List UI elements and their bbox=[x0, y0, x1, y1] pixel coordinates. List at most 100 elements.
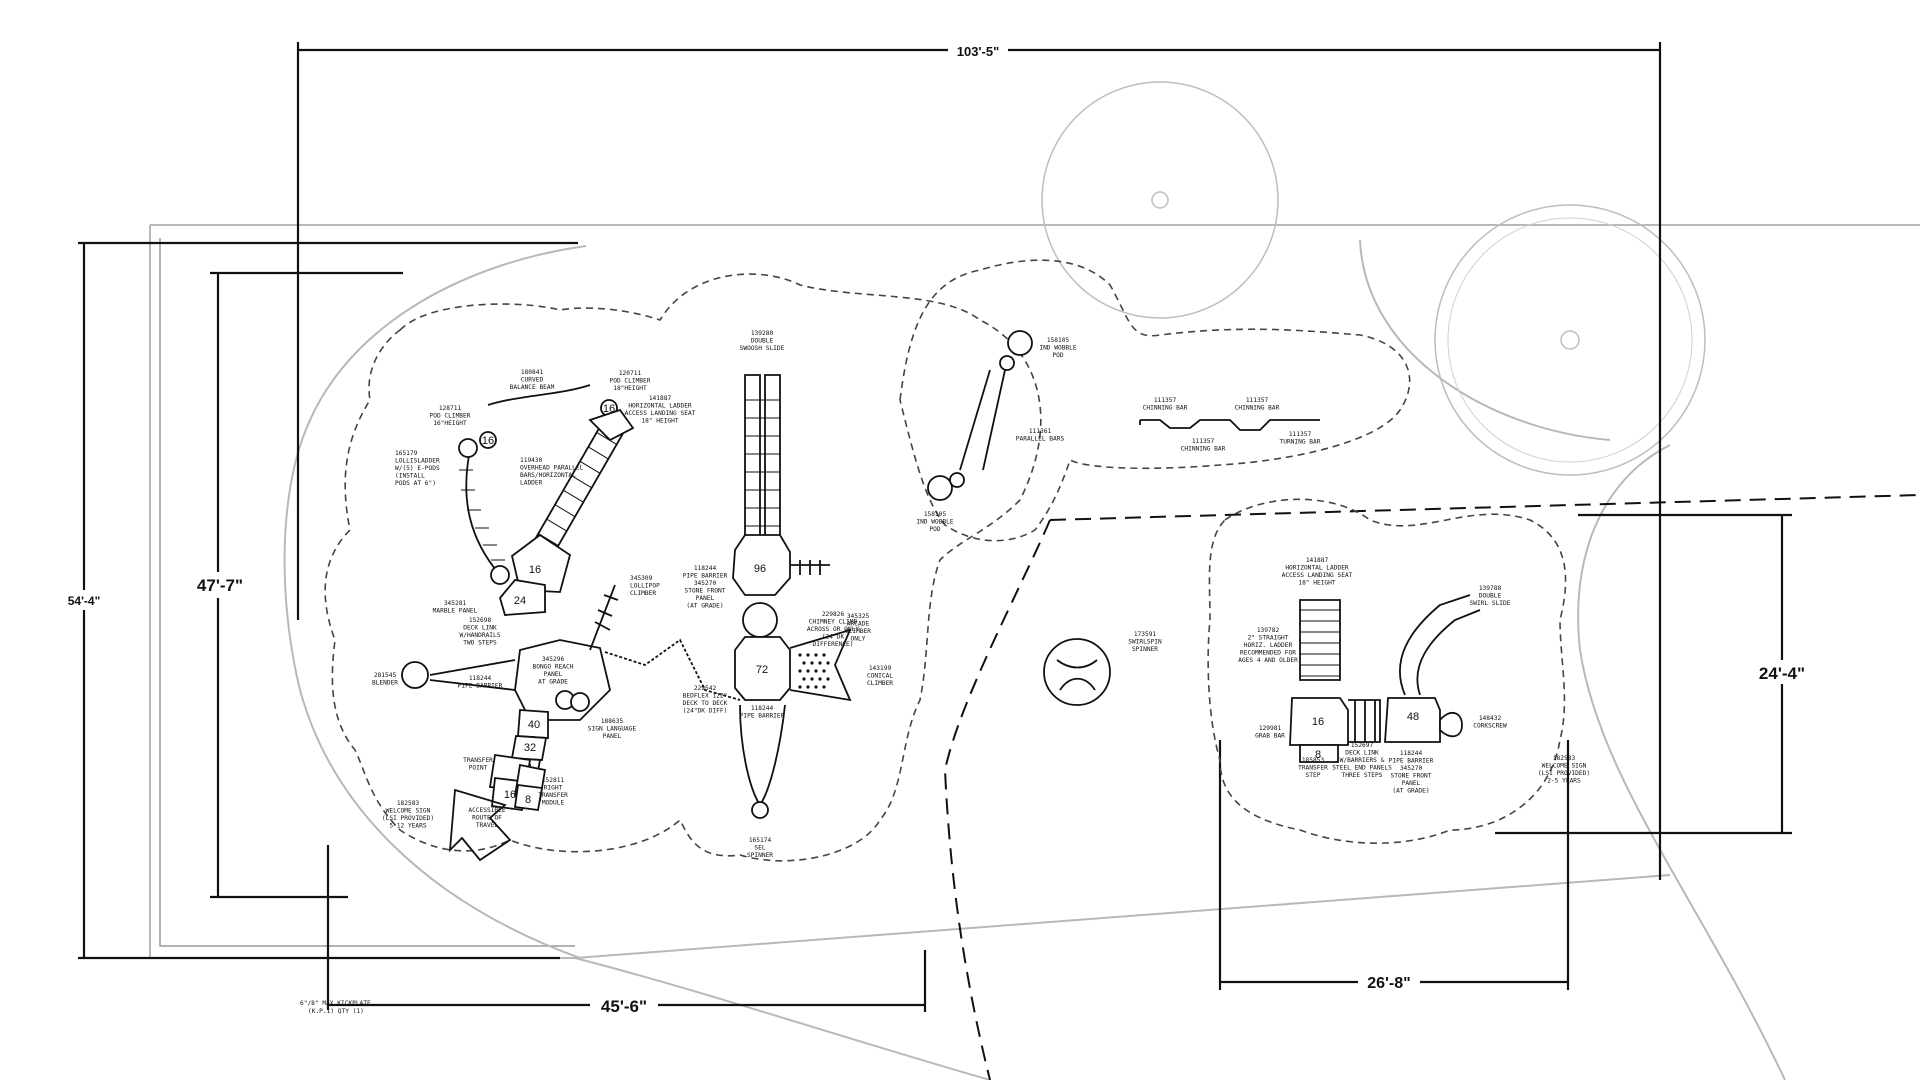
label-double-swirl-line1: 139788 bbox=[1479, 585, 1502, 592]
dimension-bottom-left: 45'-6" bbox=[601, 997, 647, 1016]
right-play-structure: 16 8 48 bbox=[1289, 594, 1481, 763]
dimension-top-width: 103'-5" bbox=[957, 44, 1000, 59]
label-deck-link-b-line2: DECK LINK bbox=[1345, 750, 1379, 757]
label-horiz-ladder-b-line2: HORIZONTAL LADDER bbox=[1285, 565, 1349, 572]
label-horiz-ladder-b-line3: ACCESS LANDING SEAT bbox=[1282, 572, 1353, 579]
kickplate-note-line1: 6"/8" MAX KICKPLATE bbox=[300, 1000, 371, 1007]
label-accessible-route-line1: ACCESSIBLE bbox=[468, 807, 506, 814]
label-double-swirl-line2: DOUBLE bbox=[1479, 593, 1502, 600]
label-arcade-climber-line2: ARCADE bbox=[847, 621, 870, 628]
label-horiz-ladder-a-line1: 141887 bbox=[649, 395, 672, 402]
label-right-transfer-line3: TRANSFER bbox=[538, 792, 568, 799]
label-pipe-barrier-b-line6: (AT GRADE) bbox=[686, 603, 723, 610]
dimension-lines bbox=[78, 42, 1920, 1080]
label-straight-ladder-line1: 139782 bbox=[1257, 627, 1280, 634]
label-deck-link-line4: TWO STEPS bbox=[463, 640, 497, 647]
label-right-transfer-line2: RIGHT bbox=[544, 785, 563, 792]
dimension-left-outer: 54'-4" bbox=[68, 594, 101, 608]
kickplate-note-line2: (K.P.1) QTY (1) bbox=[308, 1008, 364, 1015]
label-welcome-sign-b-line3: (LSI PROVIDED) bbox=[1538, 770, 1590, 777]
dimension-right-height: 24'-4" bbox=[1759, 664, 1805, 683]
label-lollipop-climber-line2: LOLLIPOP bbox=[630, 583, 660, 590]
label-deck-link-line2: DECK LINK bbox=[463, 625, 497, 632]
label-pipe-barrier-d-line3: 345270 bbox=[1400, 765, 1423, 772]
label-bedflex-line4: (24"DK DIFF) bbox=[683, 708, 728, 715]
label-lollisladder-line3: W/(5) E-PODS bbox=[395, 465, 440, 472]
label-bedflex-line1: 229542 bbox=[694, 685, 717, 692]
label-corkscrew-line2: CORKSCREW bbox=[1473, 723, 1507, 730]
dimension-right-width: 26'-8" bbox=[1367, 975, 1410, 992]
label-grab-bar-line1: 129981 bbox=[1259, 725, 1282, 732]
label-parallel-bars-line1: 111361 bbox=[1029, 428, 1052, 435]
label-horiz-ladder-a-line3: ACCESS LANDING SEAT bbox=[625, 410, 696, 417]
label-overhead-bars-line1: 119430 bbox=[520, 457, 543, 464]
label-chimney-climb-line1: 229826 bbox=[822, 611, 845, 618]
deck-number-r8: 8 bbox=[1315, 749, 1321, 761]
deck-number-72: 72 bbox=[756, 664, 768, 676]
label-deck-link-b-line1: 152697 bbox=[1351, 742, 1374, 749]
label-pod-climber-a-line3: 18"HEIGHT bbox=[613, 385, 647, 392]
label-straight-ladder-line5: AGES 4 AND OLDER bbox=[1238, 657, 1298, 664]
label-horiz-ladder-a-line4: 18" HEIGHT bbox=[641, 418, 679, 425]
label-wobble-pod-b-line2: IND WOBBLE bbox=[916, 519, 954, 526]
label-sel-spinner-line1: 165174 bbox=[749, 837, 772, 844]
label-turning-bar-line1: 111357 bbox=[1289, 431, 1312, 438]
label-horiz-ladder-a-line2: HORIZONTAL LADDER bbox=[628, 403, 692, 410]
label-pipe-barrier-b-line1: 118244 bbox=[694, 565, 717, 572]
label-pipe-barrier-a-line2: PIPE BARRIER bbox=[458, 683, 503, 690]
label-accessible-route-line3: TRAVEL bbox=[476, 822, 499, 829]
label-wobble-pod-b-line1: 158105 bbox=[924, 511, 947, 518]
label-corkscrew-line1: 148432 bbox=[1479, 715, 1502, 722]
label-pod-climber-b-line1: 128711 bbox=[439, 405, 462, 412]
label-grab-bar-line2: GRAB BAR bbox=[1255, 733, 1285, 740]
label-deck-link-b-line4: STEEL END PANELS bbox=[1332, 765, 1392, 772]
label-sign-language-line1: 188635 bbox=[601, 718, 624, 725]
label-marble-panel-line2: MARBLE PANEL bbox=[433, 608, 478, 615]
label-bongo-reach-line4: AT GRADE bbox=[538, 679, 568, 686]
transfer-number-16: 16 bbox=[504, 789, 516, 801]
label-pipe-barrier-b-line4: STONE FRONT bbox=[685, 588, 726, 595]
label-overhead-bars-line2: OVERHEAD PARALLEL bbox=[520, 465, 584, 472]
label-welcome-sign-b-line4: 2-5 YEARS bbox=[1547, 778, 1581, 785]
label-parallel-bars-line2: PARALLEL BARS bbox=[1016, 436, 1065, 443]
site-boundary bbox=[149, 224, 1920, 1080]
label-right-transfer-line1: 152811 bbox=[542, 777, 565, 784]
label-pipe-barrier-d-line6: (AT GRADE) bbox=[1392, 788, 1429, 795]
label-transfer-step-line1: 185853 bbox=[1302, 757, 1325, 764]
label-conical-climber-line2: CONICAL bbox=[867, 673, 893, 680]
label-arcade-climber-line4: ONLY bbox=[851, 636, 866, 643]
label-bongo-reach-line2: BONGO REACH bbox=[533, 664, 574, 671]
label-straight-ladder-line4: RECOMMENDED FOR bbox=[1240, 650, 1296, 657]
transfer-number-8: 8 bbox=[525, 794, 531, 806]
label-lollipop-climber-line3: CLIMBER bbox=[630, 590, 656, 597]
label-balance-beam-line2: CURVED bbox=[521, 377, 544, 384]
label-swirlspin-line3: SPINNER bbox=[1132, 646, 1158, 653]
label-straight-ladder-line3: HORIZ. LADDER bbox=[1244, 642, 1293, 649]
label-double-swoosh-line3: SWOOSH SLIDE bbox=[740, 345, 785, 352]
label-chimney-climb-line2: CHIMNEY CLIMB bbox=[809, 619, 858, 626]
label-pipe-barrier-d-line4: STONE FRONT bbox=[1391, 773, 1432, 780]
label-conical-climber-line3: CLIMBER bbox=[867, 680, 893, 687]
label-pipe-barrier-d-line1: 118244 bbox=[1400, 750, 1423, 757]
label-wobble-pod-a-line1: 158105 bbox=[1047, 337, 1070, 344]
label-swirlspin-line1: 173591 bbox=[1134, 631, 1157, 638]
label-welcome-sign-a-line3: (LSI PROVIDED) bbox=[382, 815, 434, 822]
label-deck-link-line1: 152698 bbox=[469, 617, 492, 624]
label-pipe-barrier-a-line1: 118244 bbox=[469, 675, 492, 682]
label-lollisladder-line2: LOLLISLADDER bbox=[395, 458, 440, 465]
label-transfer-step-line2: TRANSFER bbox=[1298, 765, 1328, 772]
label-lollisladder-line1: 165179 bbox=[395, 450, 418, 457]
label-chinning-bar-c-line1: 111357 bbox=[1192, 438, 1215, 445]
label-pipe-barrier-d-line2: PIPE BARRIER bbox=[1389, 758, 1434, 765]
label-chinning-bar-b-line1: 111357 bbox=[1246, 397, 1269, 404]
label-bongo-reach-line1: 345296 bbox=[542, 656, 565, 663]
label-bedflex-line2: BEDFLEX 122" bbox=[683, 693, 728, 700]
label-wobble-pod-b-line3: POD bbox=[929, 526, 940, 533]
label-chimney-climb-line5: DIFFERENCE) bbox=[813, 641, 854, 648]
label-pipe-barrier-b-line2: PIPE BARRIER bbox=[683, 573, 728, 580]
label-welcome-sign-a-line4: 5-12 YEARS bbox=[389, 823, 427, 830]
label-chinning-bar-b-line2: CHINNING BAR bbox=[1235, 405, 1280, 412]
label-welcome-sign-a-line2: WELCOME SIGN bbox=[386, 808, 431, 815]
label-swirlspin-line2: SWIRLSPIN bbox=[1128, 639, 1162, 646]
